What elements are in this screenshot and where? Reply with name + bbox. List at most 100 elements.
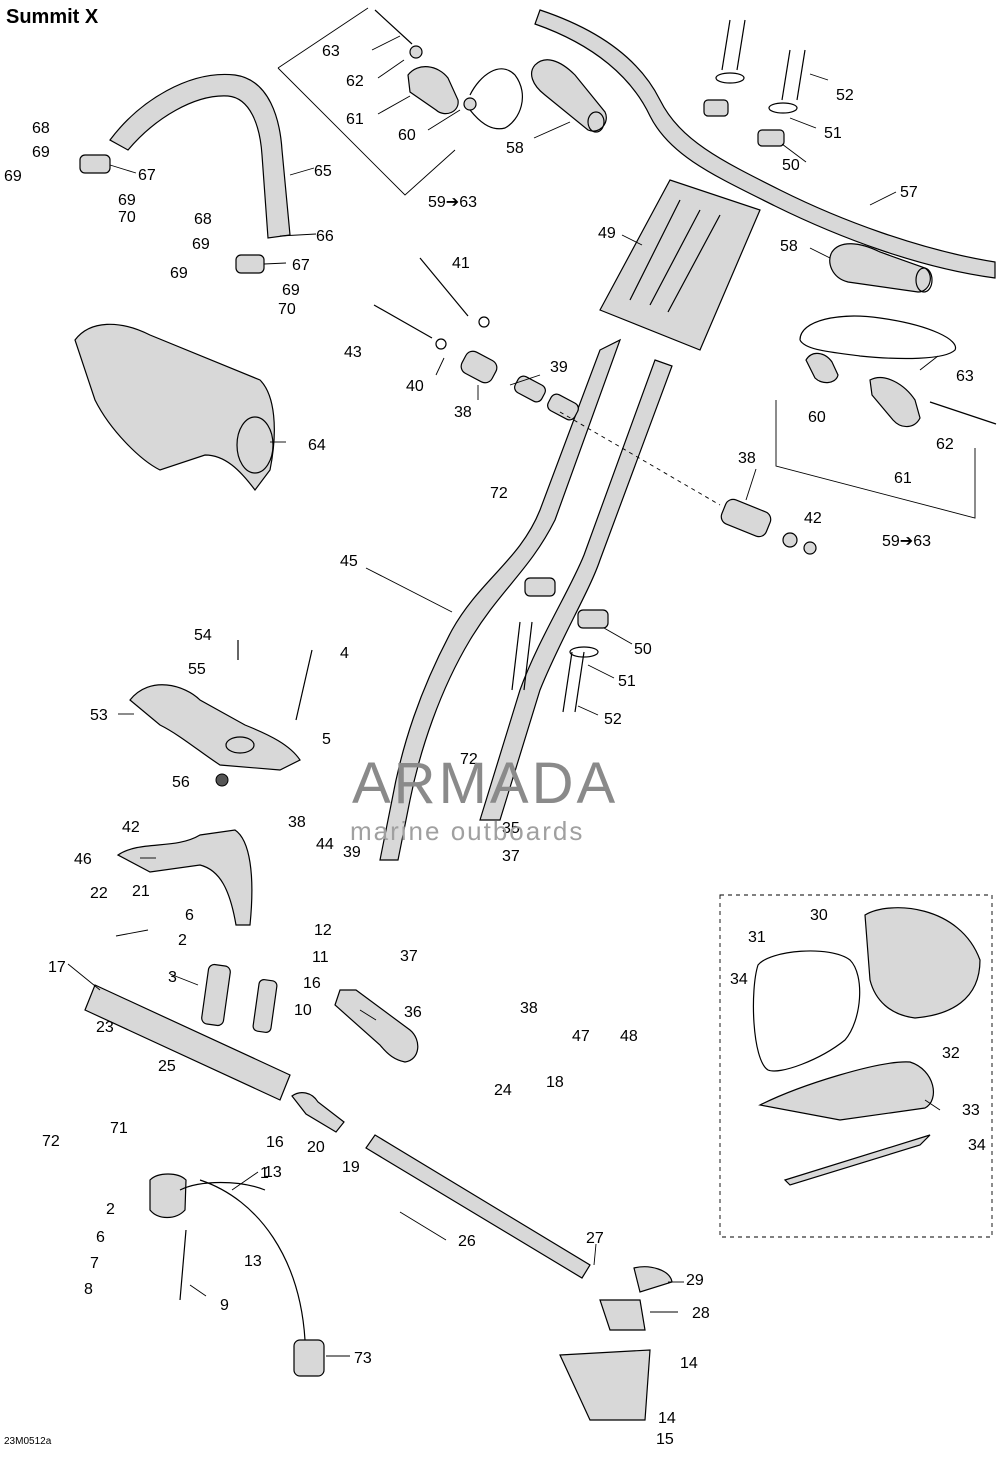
boot-kit (752, 907, 981, 1186)
callout-9: 9 (220, 1297, 229, 1314)
grip-top (531, 59, 607, 133)
callout-29: 29 (686, 1272, 704, 1289)
callout-68: 68 (194, 211, 212, 228)
callout-41: 41 (452, 255, 470, 272)
callout-12: 12 (314, 922, 332, 939)
callout-49: 49 (598, 225, 616, 242)
callout-58: 58 (506, 140, 524, 157)
callout-16: 16 (303, 975, 321, 992)
callout-57: 57 (900, 184, 918, 201)
callout-34: 34 (730, 971, 748, 988)
callout-16: 16 (266, 1134, 284, 1151)
pivot-bar (84, 984, 291, 1101)
callout-69: 69 (118, 192, 136, 209)
upper-bushing-set (460, 350, 817, 555)
callout-32: 32 (942, 1045, 960, 1062)
watermark-tagline: marine outboards (350, 816, 585, 846)
callout-47: 47 (572, 1028, 590, 1045)
callout-11: 11 (312, 949, 329, 966)
callout-1: 1 (260, 1165, 269, 1182)
callout-55: 55 (188, 661, 206, 678)
callout-40: 40 (406, 378, 424, 395)
callout-10: 10 (294, 1002, 312, 1019)
callout-69: 69 (4, 168, 22, 185)
callout-73: 73 (354, 1350, 372, 1367)
callout-25: 25 (158, 1058, 176, 1075)
callout-20: 20 (307, 1139, 325, 1156)
callout-52: 52 (604, 711, 622, 728)
callout-6: 6 (185, 907, 194, 924)
callout-61: 61 (894, 470, 912, 487)
handlebar (534, 9, 996, 279)
lower-bushing (149, 1173, 187, 1219)
callout-13: 13 (264, 1164, 282, 1181)
callout-72: 72 (42, 1133, 60, 1150)
rod-end-20 (291, 1092, 345, 1133)
callout-14: 14 (658, 1410, 676, 1427)
callout-69: 69 (32, 144, 50, 161)
callout-34: 34 (968, 1137, 986, 1154)
callout-5: 5 (322, 731, 331, 748)
callout-4: 4 (340, 645, 349, 662)
throttle-cable-loop-right (799, 315, 997, 428)
callout-50: 50 (634, 641, 652, 658)
ski-leg (559, 1349, 651, 1421)
callout-69: 69 (170, 265, 188, 282)
grip-right (829, 243, 933, 293)
callout-56: 56 (172, 774, 190, 791)
callout-7: 7 (90, 1255, 99, 1272)
callout-6: 6 (96, 1229, 105, 1246)
callout-28: 28 (692, 1305, 710, 1322)
callout-2: 2 (178, 932, 187, 949)
steering-column (379, 338, 673, 861)
throttle-cable-loop-top (374, 9, 524, 130)
tag-73 (293, 1339, 325, 1377)
callout-54: 54 (194, 627, 212, 644)
callout-46: 46 (74, 851, 92, 868)
upper-clamp-bolts (703, 19, 806, 147)
lower-clamp-bolts (511, 577, 609, 713)
callout-13: 13 (244, 1253, 262, 1270)
callout-15: 15 (656, 1431, 674, 1448)
drawing-code: 23M0512a (4, 1436, 52, 1447)
callout-35: 35 (502, 820, 520, 837)
callout-38: 38 (454, 404, 472, 421)
callout-44: 44 (316, 836, 334, 853)
lower-arm (116, 829, 253, 926)
callout-33: 33 (962, 1102, 980, 1119)
callout-67: 67 (138, 167, 156, 184)
callout-18: 18 (546, 1074, 564, 1091)
callout-14: 14 (680, 1355, 698, 1372)
callout-43: 43 (344, 344, 362, 361)
callout-66: 66 (316, 228, 334, 245)
callout-63: 63 (956, 368, 974, 385)
callout-59➔63: 59➔63 (882, 533, 931, 550)
diagram-title: Summit X (6, 6, 99, 28)
bolt-41 (419, 257, 469, 317)
callout-36: 36 (404, 1004, 422, 1021)
callout-52: 52 (836, 87, 854, 104)
callout-22: 22 (90, 885, 108, 902)
grab-loop (109, 73, 291, 239)
callout-58: 58 (780, 238, 798, 255)
callout-23: 23 (96, 1019, 114, 1036)
callout-2: 2 (106, 1201, 115, 1218)
lower-sleeve-3 (201, 963, 231, 1027)
callout-30: 30 (810, 907, 828, 924)
callout-27: 27 (586, 1230, 604, 1247)
lower-sleeve-10 (252, 979, 278, 1033)
callout-37: 37 (400, 948, 418, 965)
callout-24: 24 (494, 1082, 512, 1099)
callout-42: 42 (804, 510, 822, 527)
callout-17: 17 (48, 959, 66, 976)
callout-64: 64 (308, 437, 326, 454)
boot-kit-inset (719, 894, 993, 1238)
leader-lines (67, 35, 941, 1357)
bolt-43 (373, 304, 433, 339)
tie-rod-end (334, 989, 419, 1063)
callout-42: 42 (122, 819, 140, 836)
callout-39: 39 (550, 359, 568, 376)
callout-48: 48 (620, 1028, 638, 1045)
